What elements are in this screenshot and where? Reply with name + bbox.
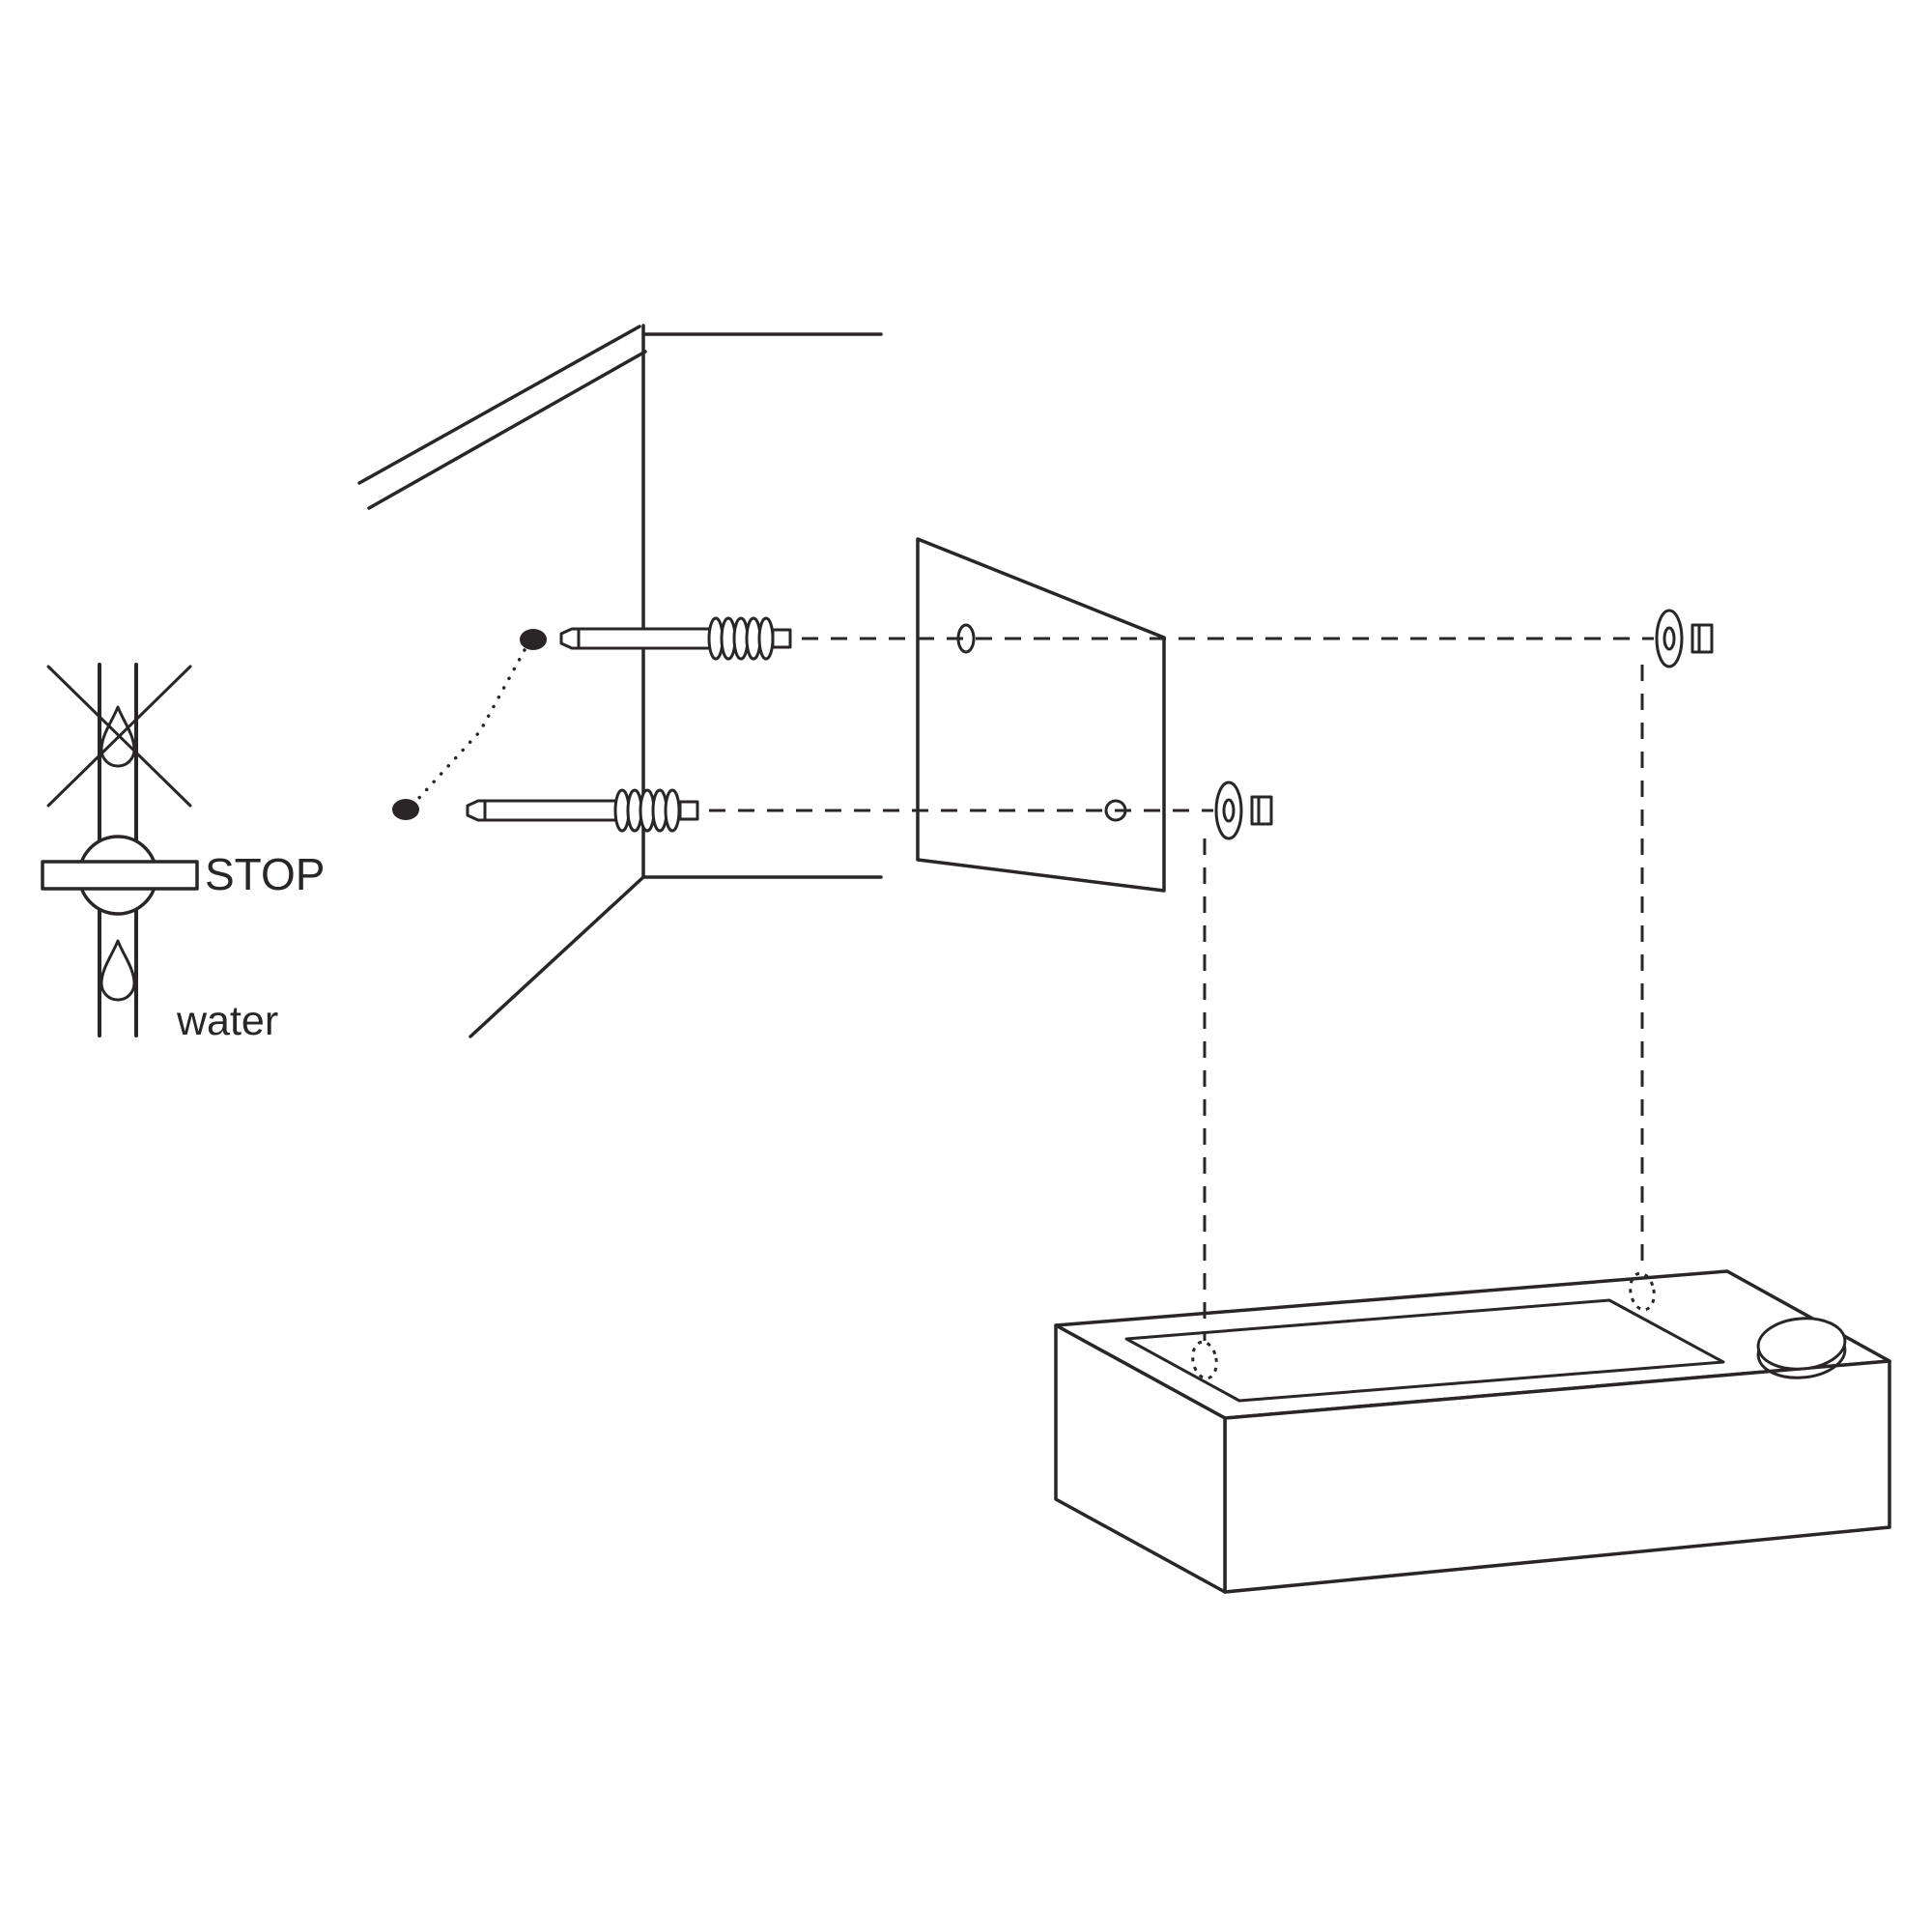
cross-out-line-2: [46, 665, 192, 808]
water-stop-valve-symbol: STOP water: [41, 663, 325, 1044]
valve-handle: [41, 860, 199, 891]
drill-hole-marks: [392, 629, 547, 820]
wall-top-edge-outer: [357, 325, 641, 485]
anchor-top-body: [559, 627, 712, 650]
washer-middle-inner: [1222, 798, 1236, 823]
wash-basin: [1054, 1269, 1891, 1594]
washer-nut-right: [1655, 609, 1714, 668]
basin-mounting-hole-right: [1629, 1271, 1656, 1312]
basin-bowl-rim: [1124, 1298, 1725, 1403]
wall-bottom-left-edge: [469, 875, 645, 1038]
bracket-plate: [916, 537, 1166, 893]
faucet-hole: [1756, 1317, 1847, 1371]
alignment-guides: [709, 637, 1654, 1341]
water-label: water: [176, 998, 278, 1044]
nut-right: [1690, 623, 1714, 654]
anchor-top-ring-5: [757, 616, 775, 661]
water-drop-bottom-icon: [99, 939, 136, 1002]
anchor-bottom-body: [466, 799, 618, 822]
anchor-bottom-screw-tip: [678, 800, 699, 821]
wall-corner: [357, 324, 883, 1038]
wall-anchor-bottom: [466, 788, 699, 833]
basin-mounting-holes: [1191, 1271, 1656, 1380]
stop-label: STOP: [205, 849, 325, 899]
wall-top-edge-inner: [367, 350, 647, 510]
drill-mark-top: [520, 629, 547, 650]
basin-left-face: [1054, 1323, 1227, 1594]
drill-mark-connector-dotted-line: [415, 648, 526, 802]
anchor-bottom-ring-5: [664, 788, 681, 833]
wall-anchor-top: [559, 616, 792, 661]
drill-mark-bottom: [392, 799, 419, 820]
washer-right-inner: [1662, 626, 1676, 651]
basin-mounting-hole-left: [1191, 1340, 1218, 1380]
anchor-top-screw-tip: [771, 628, 792, 649]
nut-middle: [1250, 795, 1273, 826]
washer-nut-middle: [1214, 781, 1273, 840]
mounting-bracket-plate: [916, 537, 1166, 893]
